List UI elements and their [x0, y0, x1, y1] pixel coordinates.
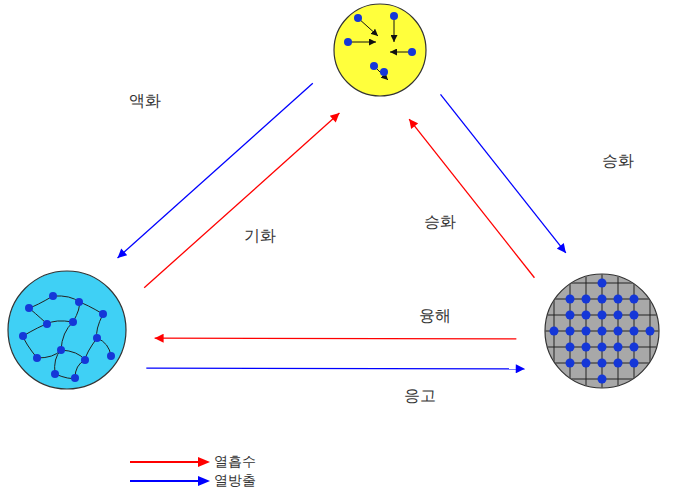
particle [550, 327, 559, 336]
particle [598, 359, 607, 368]
particle [598, 279, 607, 288]
particle [614, 343, 623, 352]
particle [630, 311, 639, 320]
particle [57, 346, 65, 354]
particle [598, 311, 607, 320]
particle [582, 295, 591, 304]
solid-illustration [544, 273, 660, 389]
particle [19, 332, 27, 340]
particle [598, 375, 607, 384]
bond-line [29, 296, 53, 308]
particle [51, 370, 59, 378]
transition-arrow [155, 338, 517, 340]
circle-outline [545, 274, 659, 388]
particle [614, 295, 623, 304]
particle [81, 356, 89, 364]
legend-row: 열방출 [128, 471, 256, 490]
particle [49, 292, 57, 300]
particle [43, 320, 51, 328]
particle [598, 295, 607, 304]
bond-line [23, 324, 47, 336]
particle [630, 343, 639, 352]
particle [99, 310, 107, 318]
circle-outline [334, 4, 426, 96]
transition-arrow [409, 119, 534, 278]
particle [598, 343, 607, 352]
particle [566, 343, 575, 352]
legend-row: 열흡수 [128, 452, 256, 471]
particle [614, 311, 623, 320]
circle-outline [8, 271, 126, 389]
bond-line [61, 322, 73, 350]
particle [630, 295, 639, 304]
liquid-illustration [7, 270, 127, 390]
transition-arrow [118, 83, 313, 258]
particle [630, 359, 639, 368]
particle [582, 327, 591, 336]
legend-text: 열흡수 [214, 453, 256, 470]
particle [614, 327, 623, 336]
particle [646, 327, 655, 336]
motion-arrow [358, 18, 378, 36]
particle [75, 298, 83, 306]
particle [582, 343, 591, 352]
particle [566, 311, 575, 320]
edge-label: 승화 [599, 150, 637, 171]
particle [370, 62, 378, 70]
particle [598, 327, 607, 336]
gas-circle [333, 3, 427, 97]
particle [107, 352, 115, 360]
transition-arrow [144, 113, 339, 288]
particle [380, 68, 388, 76]
particle [69, 318, 77, 326]
transition-arrow [441, 94, 566, 253]
particle [25, 304, 33, 312]
transition-arrow [146, 367, 524, 369]
particle [566, 295, 575, 304]
legend: 열흡수열방출 [128, 452, 256, 490]
edge-label: 응고 [401, 385, 439, 406]
particle [630, 327, 639, 336]
particle [33, 354, 41, 362]
particle [408, 48, 416, 56]
particle [614, 359, 623, 368]
particle [71, 374, 79, 382]
solid-circle [544, 273, 660, 389]
particle [566, 359, 575, 368]
bond-line [79, 302, 103, 314]
particle [344, 38, 352, 46]
particle [354, 14, 362, 22]
particle [390, 12, 398, 20]
edge-label: 승화 [421, 211, 459, 232]
legend-arrow [128, 475, 212, 487]
liquid-circle [7, 270, 127, 390]
motion-arrow [348, 42, 376, 43]
particle [582, 311, 591, 320]
edge-label: 융해 [416, 305, 454, 326]
legend-text: 열방출 [214, 472, 256, 489]
gas-illustration [333, 3, 427, 97]
edge-label: 기화 [241, 225, 279, 246]
edge-label: 액화 [126, 90, 164, 111]
particle [93, 334, 101, 342]
particle [582, 359, 591, 368]
particle [566, 327, 575, 336]
legend-arrow [128, 456, 212, 468]
